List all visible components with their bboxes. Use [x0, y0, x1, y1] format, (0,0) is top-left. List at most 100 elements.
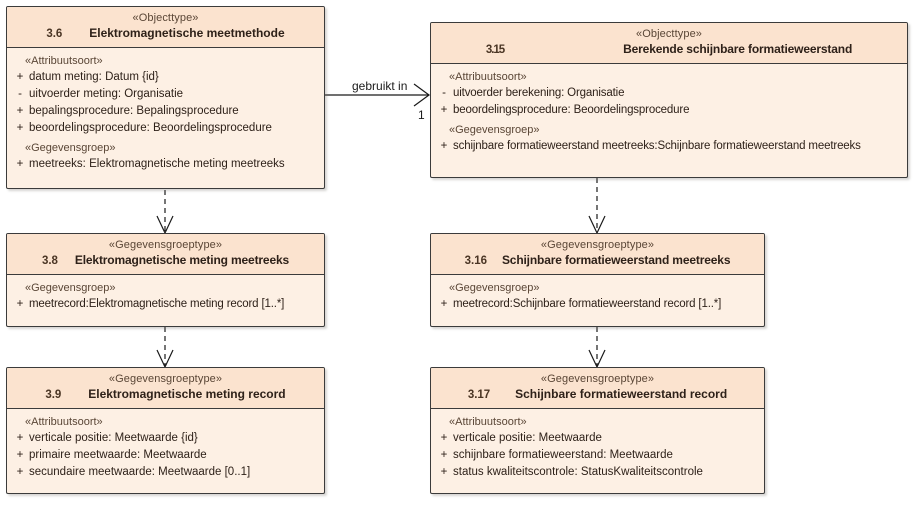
class-name: Elektromagnetische meetmethode: [89, 26, 285, 40]
class-box-schijnbare-formatieweerstand-record[interactable]: «Gegevensgroeptype» 3.17 Schijnbare form…: [430, 367, 765, 494]
attribute-text: schijnbare formatieweerstand meetreeks:S…: [453, 140, 861, 152]
visibility-marker: +: [16, 105, 24, 117]
class-number: 3.9: [45, 389, 62, 401]
dependency-arrowhead: [156, 349, 174, 369]
attribute-text: meetrecord:Elektromagnetische meting rec…: [29, 298, 285, 310]
visibility-marker: -: [18, 88, 22, 100]
class-box-elektromagnetische-meting-meetreeks[interactable]: «Gegevensgroeptype» 3.8 Elektromagnetisc…: [6, 233, 325, 327]
visibility-marker: +: [16, 71, 24, 83]
dependency-arrowhead: [588, 215, 606, 235]
class-name: Schijnbare formatieweerstand meetreeks: [501, 253, 731, 267]
visibility-marker: +: [16, 158, 24, 170]
visibility-marker: +: [16, 298, 24, 310]
connector-dependency-36-38[interactable]: [156, 190, 174, 235]
compartment-group-label: «Attribuutsoort»: [25, 55, 103, 67]
visibility-marker: +: [16, 432, 24, 444]
class-stereotype: «Gegevensgroeptype»: [108, 239, 223, 251]
visibility-marker: +: [16, 449, 24, 461]
class-body: «Attribuutsoort» + verticale positie: Mee…: [7, 409, 324, 488]
class-body: «Attribuutsoort» +datum meting: Datum {i…: [7, 48, 324, 180]
attribute-text: status kwaliteitscontrole: StatusKwalite…: [453, 466, 703, 478]
association-target-multiplicity: 1: [418, 108, 425, 122]
compartment-group-label: «Attribuutsoort»: [449, 416, 527, 428]
attribute-row: + status kwaliteitscontrole: StatusKwalit…: [435, 464, 760, 481]
compartment-group-label: «Gegevensgroep»: [449, 282, 540, 294]
attribute-row: + primaire meetwaarde: Meetwaarde: [11, 447, 320, 464]
attribute-text: primaire meetwaarde: Meetwaarde: [29, 449, 207, 461]
class-header: «Objecttype» 3.15 Berekende schijnbare f…: [431, 23, 907, 64]
class-number: 3.15: [485, 44, 505, 56]
class-stereotype: «Objecttype»: [132, 12, 199, 24]
compartment-group-label: «Gegevensgroep»: [449, 124, 540, 136]
visibility-marker: +: [16, 466, 24, 478]
attribute-text: verticale positie: Meetwaarde {id}: [29, 432, 198, 444]
class-name-row: 3.9 Elektromagnetische meting record: [13, 386, 318, 403]
association-arrowhead: [413, 83, 431, 107]
attribute-row: + schijnbare formatieweerstand: Meetwaard…: [435, 447, 760, 464]
visibility-marker: +: [16, 122, 24, 134]
attribute-text: secundaire meetwaarde: Meetwaarde [0..1]: [29, 466, 251, 478]
attribute-row: + beoordelingsprocedure: Beoordelingsproc…: [435, 102, 903, 119]
visibility-marker: +: [440, 104, 448, 116]
class-stereotype: «Gegevensgroeptype»: [108, 373, 223, 385]
visibility-marker: +: [440, 432, 448, 444]
attribute-row: +bepalingsprocedure: Bepalingsprocedure: [11, 103, 320, 120]
attribute-text: beoordelingsprocedure: Beoordelingsproce…: [453, 104, 690, 116]
attribute-text: meetrecord:Schijnbare formatieweerstand …: [453, 298, 722, 310]
attribute-text: uitvoerder berekening: Organisatie: [453, 87, 625, 99]
class-name: Schijnbare formatieweerstand record: [515, 387, 728, 401]
class-number: 3.6: [46, 28, 63, 40]
dependency-arrowhead: [588, 349, 606, 369]
attribute-row: + meetreeks: Elektromagnetische meting me…: [11, 156, 320, 173]
connector-dependency-316-317[interactable]: [588, 327, 606, 369]
class-header: «Gegevensgroeptype» 3.9 Elektromagnetisc…: [7, 368, 324, 409]
attribute-text: meetreeks: Elektromagnetische meting mee…: [29, 158, 285, 170]
attribute-row: + schijnbare formatieweerstand meetreeks:…: [435, 138, 903, 155]
class-body: «Gegevensgroep» + meetrecord:Elektromagne…: [7, 275, 324, 320]
visibility-marker: -: [442, 87, 446, 99]
attribute-row: +datum meting: Datum {id}: [11, 69, 320, 86]
compartment-group-label: «Gegevensgroep»: [25, 282, 116, 294]
attribute-row: + verticale positie: Meetwaarde: [435, 430, 760, 447]
class-header: «Gegevensgroeptype» 3.17 Schijnbare form…: [431, 368, 764, 409]
compartment-group-label: «Attribuutsoort»: [449, 71, 527, 83]
class-box-elektromagnetische-meting-record[interactable]: «Gegevensgroeptype» 3.9 Elektromagnetisc…: [6, 367, 325, 494]
attribute-row: + secundaire meetwaarde: Meetwaarde [0..1…: [11, 464, 320, 481]
class-number: 3.16: [464, 255, 488, 267]
class-body: «Attribuutsoort» + verticale positie: Mee…: [431, 409, 764, 488]
visibility-marker: +: [440, 449, 448, 461]
class-name: Elektromagnetische meting record: [88, 387, 286, 401]
class-name: Elektromagnetische meting meetreeks: [74, 253, 290, 267]
compartment-group-label: «Gegevensgroep»: [25, 142, 116, 154]
attribute-text: beoordelingsprocedure: Beoordelingsproce…: [29, 122, 272, 134]
attribute-text: uitvoerder meting: Organisatie: [29, 88, 184, 100]
class-header: «Gegevensgroeptype» 3.16 Schijnbare form…: [431, 234, 764, 275]
association-label: gebruikt in: [352, 79, 408, 93]
class-stereotype: «Gegevensgroeptype»: [540, 239, 655, 251]
visibility-marker: +: [440, 140, 448, 152]
class-name-row: 3.17 Schijnbare formatieweerstand record: [437, 386, 758, 403]
class-stereotype: «Gegevensgroeptype»: [540, 373, 655, 385]
class-box-elektromagnetische-meetmethode[interactable]: «Objecttype» 3.6 Elektromagnetische meet…: [6, 6, 325, 189]
class-name-row: 3.15 Berekende schijnbare formatieweerst…: [437, 41, 901, 58]
attribute-row: + verticale positie: Meetwaarde {id}: [11, 430, 320, 447]
attribute-row: + beoordelingsprocedure: Beoordelingsproc…: [11, 120, 320, 137]
class-name: Berekende schijnbare formatieweerstand: [623, 42, 853, 56]
visibility-marker: +: [440, 466, 448, 478]
class-box-schijnbare-formatieweerstand-meetreeks[interactable]: «Gegevensgroeptype» 3.16 Schijnbare form…: [430, 233, 765, 327]
class-number: 3.8: [41, 255, 58, 267]
class-body: «Attribuutsoort» -uitvoerder berekening:…: [431, 64, 907, 162]
attribute-text: verticale positie: Meetwaarde: [453, 432, 602, 444]
class-body: «Gegevensgroep» +meetrecord:Schijnbare f…: [431, 275, 764, 320]
class-box-berekende-schijnbare-formatieweerstand[interactable]: «Objecttype» 3.15 Berekende schijnbare f…: [430, 22, 908, 178]
connector-dependency-38-39[interactable]: [156, 327, 174, 369]
connector-dependency-315-316[interactable]: [588, 178, 606, 235]
class-number: 3.17: [467, 389, 491, 401]
attribute-text: schijnbare formatieweerstand: Meetwaarde: [453, 449, 673, 461]
attribute-row: -uitvoerder meting: Organisatie: [11, 86, 320, 103]
compartment-group-label: «Attribuutsoort»: [25, 416, 103, 428]
attribute-row: +meetrecord:Schijnbare formatieweerstand…: [435, 296, 760, 313]
class-header: «Objecttype» 3.6 Elektromagnetische meet…: [7, 7, 324, 48]
dependency-arrowhead: [156, 215, 174, 235]
